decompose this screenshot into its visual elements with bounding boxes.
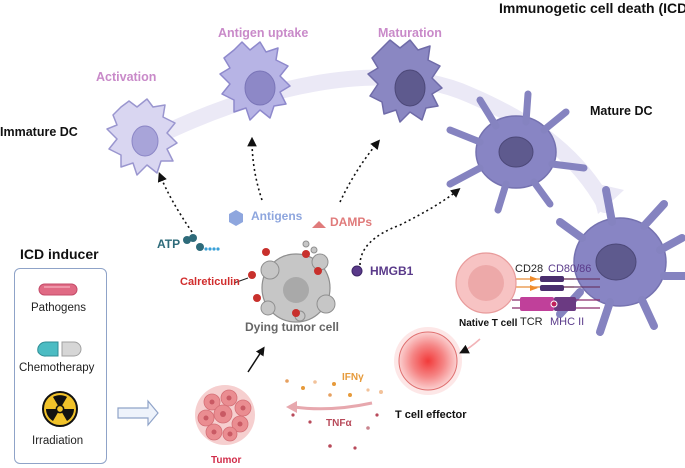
mhc-ii-label: MHC II — [550, 316, 585, 328]
immature-dc-label: Immature DC — [0, 125, 78, 139]
dying-tumor-cell-label: Dying tumor cell — [245, 320, 340, 334]
inducer-item-chemotherapy: Chemotherapy — [19, 362, 95, 374]
antigens-to-uptake-arrow — [247, 136, 263, 201]
tcr-label: TCR — [520, 316, 543, 328]
icd-inducer-box — [14, 268, 107, 464]
immature-dc-cell — [106, 98, 178, 176]
native-t-cell-label: Native T cell — [459, 318, 518, 329]
maturation-dc-cell — [367, 39, 443, 123]
atp-label: ATP — [157, 237, 181, 251]
antigens-label: Antigens — [251, 209, 303, 223]
ifn-gamma-label: IFNγ — [342, 372, 364, 383]
radiation-icon — [42, 391, 78, 427]
antigen-uptake-dc-cell — [219, 41, 291, 121]
inducer-item-pathogens: Pathogens — [31, 302, 86, 314]
cytokine-particles — [285, 379, 383, 450]
inducer-to-tumor-arrow — [117, 399, 159, 427]
native-t-cell — [455, 252, 517, 314]
release-arrows — [157, 136, 461, 266]
tumor-label: Tumor — [211, 455, 242, 466]
stage-antigen-uptake-label: Antigen uptake — [218, 26, 309, 40]
calreticulin-markers — [248, 248, 322, 317]
cd28-receptor — [530, 276, 538, 291]
stage-activation-label: Activation — [96, 70, 157, 84]
mature-dc-label: Mature DC — [590, 104, 653, 118]
effector-to-tumor-arrow — [293, 401, 373, 411]
calreticulin-label: Calreticulin — [180, 276, 240, 288]
bacterium-icon — [38, 283, 78, 296]
atp-molecule-icon — [183, 234, 220, 251]
damps-triangle-icon — [312, 221, 326, 228]
atp-to-activation-arrow — [157, 172, 193, 233]
hmgb1-molecule-icon — [351, 265, 363, 277]
inducer-item-irradiation: Irradiation — [32, 435, 84, 447]
hmgb1-to-mature-arrow — [359, 187, 461, 266]
pill-icon — [37, 341, 82, 357]
cd80-86-label: CD80/86 — [548, 263, 592, 275]
receptor-interaction — [512, 276, 600, 311]
cd28-label: CD28 — [515, 263, 544, 275]
tumor-mass — [195, 385, 255, 445]
tnf-alpha-label: TNFα — [326, 418, 352, 429]
t-cell-effector — [394, 327, 481, 395]
antigen-presenting-dc-cell — [556, 186, 685, 336]
dying-tumor-cell — [233, 240, 336, 323]
t-cell-effector-label: T cell effector — [395, 409, 467, 421]
tcr-receptor — [520, 297, 554, 311]
antigen-hexagon-icon — [229, 210, 243, 226]
mhc-ii-complex — [554, 297, 576, 311]
stage-maturation-label: Maturation — [378, 26, 442, 40]
damps-to-maturation-arrow — [339, 139, 381, 203]
diagram-title: Immunogetic cell death (ICD) — [499, 0, 685, 16]
tumor-to-dying-arrow — [247, 346, 265, 373]
icd-inducer-heading: ICD inducer — [20, 246, 99, 262]
mature-dc-cell — [446, 90, 588, 214]
damps-label: DAMPs — [330, 215, 373, 229]
hmgb1-label: HMGB1 — [370, 264, 414, 278]
cd80-86-ligand — [540, 276, 564, 282]
